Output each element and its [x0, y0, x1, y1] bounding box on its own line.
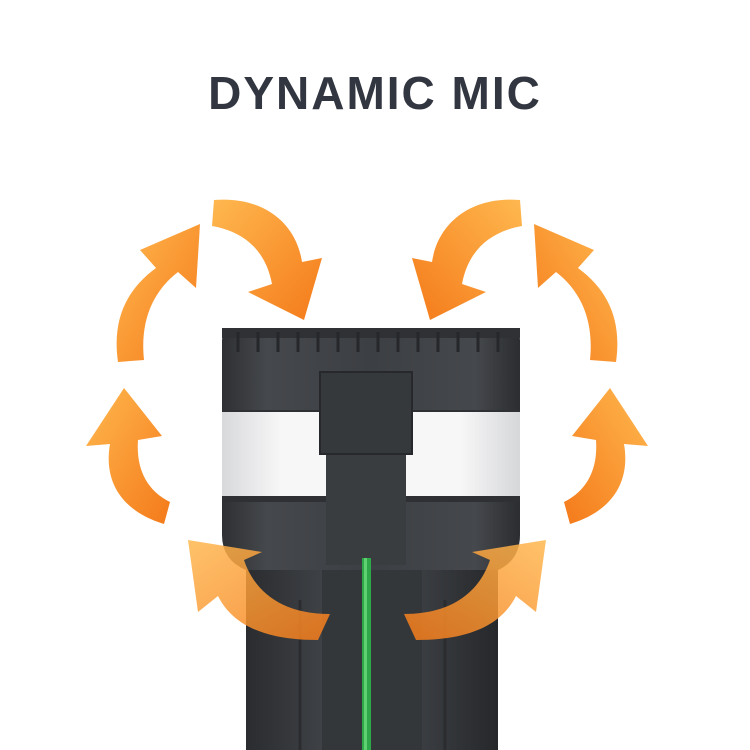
- arrow-outer-top-left: [116, 224, 200, 362]
- arrow-mid-right: [564, 388, 648, 524]
- arrow-outer-top-right: [534, 224, 618, 362]
- mic-cap-grooves: [236, 332, 500, 352]
- arrow-mid-left: [86, 388, 170, 524]
- microphone: [222, 328, 520, 750]
- page-title: DYNAMIC MIC: [208, 67, 542, 119]
- mic-center-clip: [319, 371, 413, 455]
- arrow-inner-top-left: [212, 199, 322, 320]
- sound-arrows: [86, 199, 648, 640]
- arrow-bottom-left: [188, 540, 330, 640]
- arrow-inner-top-right: [412, 199, 522, 320]
- arrow-bottom-right: [404, 540, 546, 640]
